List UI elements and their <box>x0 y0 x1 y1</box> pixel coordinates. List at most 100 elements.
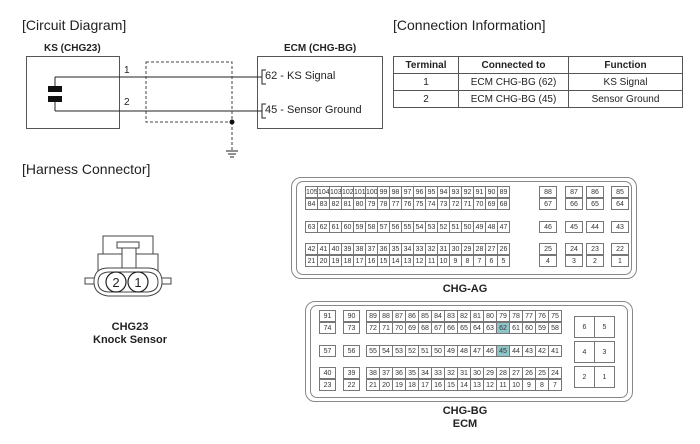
circuit-diagram-title: [Circuit Diagram] <box>22 17 127 33</box>
pin-2: 2 <box>574 366 595 388</box>
pin-17: 17 <box>418 379 432 391</box>
chg-bg-connector-inner <box>310 305 628 398</box>
pin-32: 32 <box>444 367 458 379</box>
ecm-pin-62-label: 62 - KS Signal <box>265 70 336 82</box>
pin-46: 46 <box>483 345 497 357</box>
pin-31: 31 <box>457 367 471 379</box>
pin-23: 23 <box>586 243 604 255</box>
pin-39: 39 <box>343 367 360 379</box>
pin-20: 20 <box>379 379 393 391</box>
pin-69: 69 <box>405 322 419 334</box>
pin-46: 46 <box>539 221 557 233</box>
pin-7: 7 <box>473 255 486 267</box>
ecm-component-box <box>257 56 383 129</box>
pin-89: 89 <box>497 186 510 198</box>
cell-function: KS Signal <box>568 73 683 91</box>
harness-connector-title: [Harness Connector] <box>22 161 151 177</box>
pin-82: 82 <box>329 198 342 210</box>
pin-47: 47 <box>497 221 510 233</box>
sensor-element-bottom <box>48 96 62 102</box>
pin-6: 6 <box>574 316 595 338</box>
pin-73: 73 <box>343 322 360 334</box>
pin-48: 48 <box>457 345 471 357</box>
pin-60: 60 <box>522 322 536 334</box>
pin-66: 66 <box>444 322 458 334</box>
ks-connector-name: Knock Sensor <box>93 334 167 346</box>
pin-27: 27 <box>509 367 523 379</box>
pin-43: 43 <box>522 345 536 357</box>
pin-3: 3 <box>594 341 615 363</box>
pin-52: 52 <box>405 345 419 357</box>
pin-26: 26 <box>522 367 536 379</box>
pin-3: 3 <box>565 255 583 267</box>
ecm-pin-45-label: 45 - Sensor Ground <box>265 104 362 116</box>
pin-5: 5 <box>594 316 615 338</box>
chg-bg-label: CHG-BG <box>442 405 488 417</box>
pin-90: 90 <box>343 310 360 322</box>
circuit-wiring <box>48 61 266 158</box>
pin-89: 89 <box>366 310 380 322</box>
pin-68: 68 <box>497 198 510 210</box>
pin-56: 56 <box>343 345 360 357</box>
pin-86: 86 <box>405 310 419 322</box>
pin-29: 29 <box>483 367 497 379</box>
chg-ag-connector-inner <box>296 181 632 275</box>
pin-88: 88 <box>539 186 557 198</box>
pin-38: 38 <box>353 243 366 255</box>
header-function: Function <box>568 56 683 74</box>
pin-28: 28 <box>473 243 486 255</box>
wire-2-number: 2 <box>124 97 130 108</box>
table-row: 1 ECM CHG-BG (62) KS Signal <box>393 73 683 91</box>
pin-103: 103 <box>329 186 342 198</box>
pin-58: 58 <box>548 322 562 334</box>
table-header-row: Terminal Connected to Function <box>393 56 683 74</box>
pin-81: 81 <box>470 310 484 322</box>
ecm-title: ECM (CHG-BG) <box>284 43 357 54</box>
pin-15: 15 <box>444 379 458 391</box>
pin-87: 87 <box>392 310 406 322</box>
pin-5: 5 <box>497 255 510 267</box>
chg-ag-connector-frame <box>291 177 637 279</box>
pin-54: 54 <box>379 345 393 357</box>
pin-64: 64 <box>611 198 629 210</box>
pin-13: 13 <box>470 379 484 391</box>
chg-bg-name: ECM <box>452 418 478 430</box>
pin-42: 42 <box>535 345 549 357</box>
shield <box>145 61 233 123</box>
pin-26: 26 <box>497 243 510 255</box>
pin-65: 65 <box>457 322 471 334</box>
pin-80: 80 <box>353 198 366 210</box>
knock-sensor-connector <box>84 235 172 297</box>
pin-19: 19 <box>392 379 406 391</box>
pin-22: 22 <box>343 379 360 391</box>
pin-2: 2 <box>586 255 604 267</box>
pin-36: 36 <box>392 367 406 379</box>
ks-connector-label: CHG23 <box>111 321 149 333</box>
pin-55: 55 <box>366 345 380 357</box>
table-row: 2 ECM CHG-BG (45) Sensor Ground <box>393 90 683 108</box>
pin-78: 78 <box>509 310 523 322</box>
pin-8: 8 <box>535 379 549 391</box>
pin-83: 83 <box>444 310 458 322</box>
header-terminal: Terminal <box>393 56 459 74</box>
pin-12: 12 <box>483 379 497 391</box>
pin-23: 23 <box>319 379 336 391</box>
pin-75: 75 <box>548 310 562 322</box>
pin-24: 24 <box>565 243 583 255</box>
pin-38: 38 <box>366 367 380 379</box>
pin-77: 77 <box>522 310 536 322</box>
pin-82: 82 <box>457 310 471 322</box>
pin-4: 4 <box>574 341 595 363</box>
pin-49: 49 <box>444 345 458 357</box>
pin-16: 16 <box>431 379 445 391</box>
cell-function: Sensor Ground <box>568 90 683 108</box>
pin-9: 9 <box>522 379 536 391</box>
pin-47: 47 <box>470 345 484 357</box>
pin-65: 65 <box>586 198 604 210</box>
pin-91: 91 <box>319 310 336 322</box>
pin-62: 62 <box>496 322 510 334</box>
pin-20: 20 <box>317 255 330 267</box>
pin-53: 53 <box>392 345 406 357</box>
pin-64: 64 <box>470 322 484 334</box>
pin-74: 74 <box>319 322 336 334</box>
